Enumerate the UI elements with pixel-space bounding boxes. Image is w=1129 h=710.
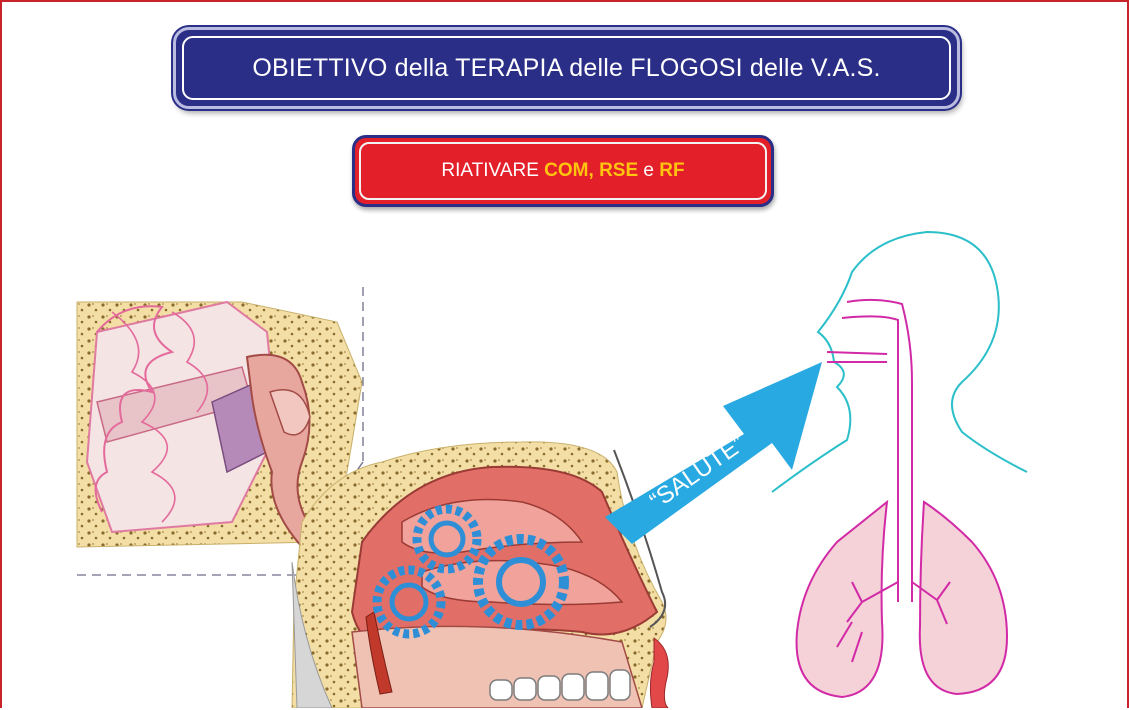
arrow-label: “SALUTE”: [645, 430, 750, 515]
subtitle-text: RIATIVARE COM, RSE e RF: [441, 160, 684, 182]
subtitle-item-com: COM: [544, 160, 589, 181]
arrow-icon: “SALUTE”: [605, 362, 822, 544]
subtitle-prefix: RIATIVARE: [441, 160, 545, 181]
title-banner-inner-border: [182, 36, 951, 100]
page-title: OBIETTIVO della TERAPIA delle FLOGOSI de…: [252, 53, 881, 82]
subtitle-item-rse: RSE: [599, 160, 639, 181]
nasal-cavity-illustration: [291, 441, 669, 708]
subtitle-sep-2: e: [638, 160, 660, 181]
human-respiratory-outline: [771, 230, 1028, 699]
subtitle-sep-1: ,: [588, 160, 600, 181]
subtitle-item-rf: RF: [659, 160, 685, 181]
subtitle-banner-inner-border: [359, 142, 767, 200]
ear-anatomy-illustration: [76, 287, 364, 576]
title-banner: OBIETTIVO della TERAPIA delle FLOGOSI de…: [173, 27, 960, 109]
subtitle-banner: RIATIVARE COM, RSE e RF: [352, 135, 774, 207]
gear-icon: [372, 504, 569, 639]
